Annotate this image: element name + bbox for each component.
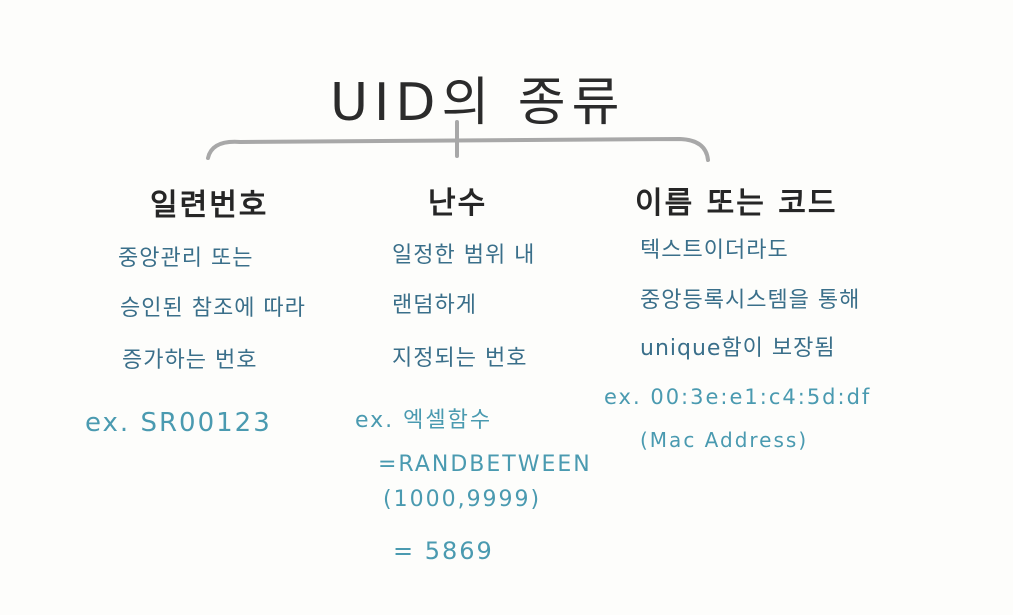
- heading-serial-number: 일련번호: [150, 188, 269, 223]
- random-example-line-2: =RANDBETWEEN: [378, 452, 592, 477]
- serial-description-line-2: 승인된 참조에 따라: [120, 296, 306, 321]
- random-example-line-1: ex. 엑셀함수: [355, 408, 493, 433]
- serial-example: ex. SR00123: [85, 408, 272, 438]
- diagram-title: UID의 종류: [330, 73, 626, 133]
- code-example-line-2: (Mac Address): [640, 428, 809, 452]
- code-description-line-1: 텍스트이더라도: [640, 238, 789, 263]
- random-description-line-2: 랜덤하게: [392, 293, 477, 318]
- random-description-line-3: 지정되는 번호: [392, 346, 528, 371]
- code-description-line-2: 중앙등록시스템을 통해: [640, 288, 861, 313]
- random-example-line-4: = 5869: [393, 537, 494, 565]
- heading-name-or-code: 이름 또는 코드: [635, 186, 838, 221]
- tree-bar: [206, 136, 710, 162]
- serial-description-line-1: 중앙관리 또는: [118, 246, 254, 271]
- heading-random-number: 난수: [428, 186, 488, 221]
- code-example-line-1: ex. 00:3e:e1:c4:5d:df: [604, 385, 872, 409]
- code-description-line-3: unique함이 보장됨: [640, 336, 836, 361]
- random-example-line-3: (1000,9999): [383, 487, 542, 512]
- serial-description-line-3: 증가하는 번호: [122, 348, 258, 373]
- random-description-line-1: 일정한 범위 내: [392, 243, 536, 268]
